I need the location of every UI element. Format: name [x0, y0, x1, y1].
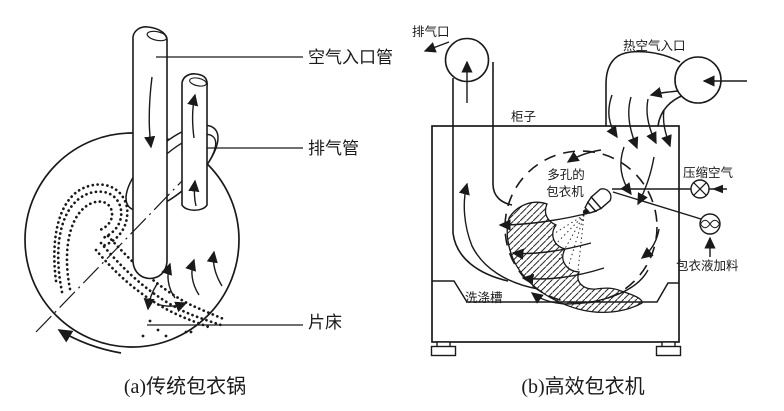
cabinet-feet	[430, 341, 682, 357]
spray-gun	[582, 188, 612, 215]
hot-air-fan	[674, 56, 722, 104]
hot-air-inlet-label: 热空气入口	[623, 38, 686, 53]
exhaust-pipe-label: 排气管	[308, 139, 359, 158]
pan-airflow-arrows	[143, 76, 223, 313]
hot-air-duct	[605, 50, 685, 127]
panel-b-caption: (b)高效包衣机	[521, 375, 644, 398]
high-efficiency-coater-diagram: 排气口 热空气入口 柜子 多孔的 包衣机 压缩空气 包衣液加料 洗涤槽 (b)高…	[412, 24, 747, 398]
hot-air-duct-arrow	[649, 87, 679, 98]
porous-coater-label-line2: 包衣机	[546, 184, 584, 199]
tablet-bed-stray-dots	[141, 319, 193, 338]
coating-liquid-feed-label: 包衣液加料	[676, 258, 739, 273]
cabinet-box	[431, 125, 680, 343]
pan-mouth-outer-rim	[125, 124, 219, 212]
compressed-air-valve	[690, 179, 727, 199]
air-inlet-pipe-label: 空气入口管	[308, 48, 393, 67]
valve-flow-arrow	[712, 184, 723, 194]
exhaust-out-arrow	[423, 41, 450, 53]
panel-a-leader-lines	[147, 56, 303, 326]
washing-tank-label: 洗涤槽	[465, 291, 503, 305]
cabinet-label: 柜子	[511, 110, 536, 124]
perforated-drum	[504, 150, 658, 304]
exhaust-pipe	[181, 73, 208, 212]
pan-body	[24, 132, 240, 348]
cabinet-airflow-arrows	[458, 94, 672, 305]
spray-lines	[546, 214, 585, 272]
spray-nozzle-tip	[582, 209, 589, 215]
exhaust-duct	[452, 62, 513, 282]
tablet-bed-hatched	[506, 201, 643, 313]
panel-a-caption: (a)传统包衣锅	[124, 375, 246, 398]
coating-liquid-pump	[699, 213, 721, 257]
pan-rotation-arrow	[57, 329, 122, 354]
porous-coater-label-line1: 多孔的	[547, 167, 585, 182]
air-inlet-pipe	[132, 26, 168, 280]
rotation-axis	[35, 180, 183, 333]
compressed-air-label: 压缩空气	[683, 165, 734, 180]
exhaust-port-label: 排气口	[412, 24, 450, 39]
coating-liquid-hose	[612, 191, 702, 220]
traditional-coating-pan-diagram: 空气入口管 排气管 片床 (a)传统包衣锅	[24, 26, 393, 398]
tablet-bed-label: 片床	[308, 313, 342, 332]
